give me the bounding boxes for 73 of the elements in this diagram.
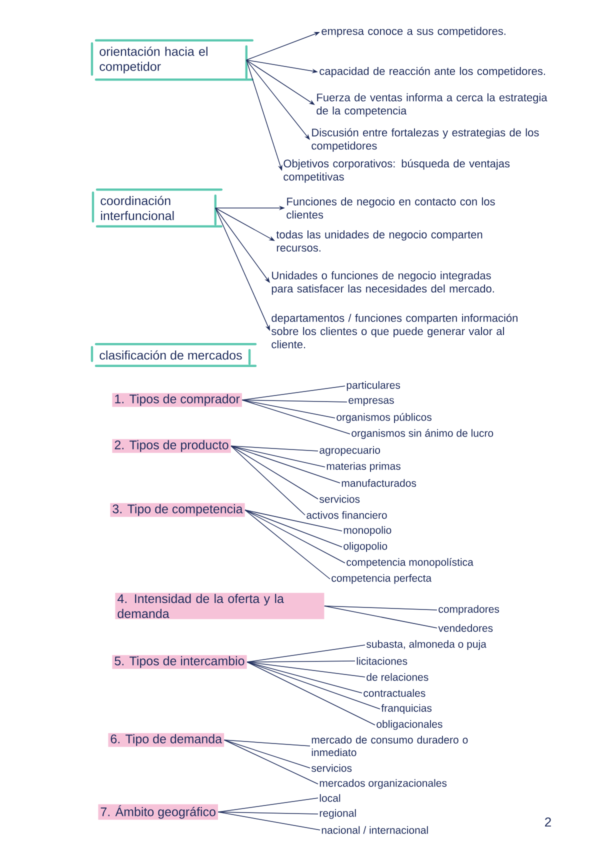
- branch-line: [230, 446, 306, 516]
- category-label: 5. Tipos de intercambio: [112, 655, 247, 669]
- item-text: competencia perfecta: [332, 574, 432, 584]
- item-text: empresas: [348, 398, 394, 406]
- item-text: agropecuario: [320, 446, 380, 456]
- branch-line: [218, 812, 318, 814]
- item-text: organismos públicos: [336, 413, 432, 423]
- note-text: departamentos / funciones comparten información sobre los clientes o que puede generar valor al cliente.: [272, 314, 518, 348]
- page-number: 2: [545, 817, 551, 827]
- branch-line: [218, 812, 320, 830]
- note-text: Funciones de negocio en contacto con los clientes: [286, 197, 495, 219]
- branch-line: [224, 740, 310, 746]
- item-text: activos financiero: [306, 511, 387, 519]
- heading-box: coordinación interfuncional: [92, 188, 222, 228]
- item-text: materias primas: [326, 462, 400, 472]
- item-text: de relaciones: [366, 673, 428, 681]
- item-text: nacional / internacional: [322, 826, 428, 834]
- branch-line: [230, 446, 326, 468]
- branch-line: [224, 740, 310, 768]
- branch-line: [246, 662, 362, 694]
- branch-line: [230, 446, 340, 484]
- item-text: contractuales: [364, 689, 426, 697]
- note-text: capacidad de reacción ante los competidores.: [320, 66, 545, 78]
- item-text: competencia monopolística: [346, 558, 474, 568]
- item-text: compradores: [438, 605, 500, 615]
- item-text: regional: [320, 809, 356, 819]
- branch-line: [246, 662, 366, 678]
- item-text: particulares: [346, 381, 400, 391]
- item-text: vendedores: [438, 624, 493, 632]
- item-text: obligacionales: [376, 720, 442, 730]
- branch-line: [242, 400, 348, 402]
- category-label: 7. Ámbito geográfico: [98, 804, 218, 820]
- category-label: 4. Intensidad de la oferta y la demanda: [115, 592, 324, 620]
- item-text: mercado de consumo duradero o inmediato: [312, 736, 468, 756]
- item-text: licitaciones: [356, 657, 408, 665]
- item-text: servicios: [320, 495, 360, 503]
- heading-box: clasificación de mercados: [90, 343, 257, 367]
- arrow: [246, 60, 310, 140]
- category-label: 1. Tipos de comprador: [112, 393, 242, 407]
- note-text: Discusión entre fortalezas y estrategias de los competidores: [312, 128, 539, 152]
- note-text: Objetivos corporativos: búsqueda de ventajas competitivas: [284, 159, 510, 183]
- branch-line: [230, 446, 318, 452]
- category-label: 6. Tipo de demanda: [108, 733, 224, 747]
- note-text: todas las unidades de negocio comparten recursos.: [276, 230, 482, 252]
- branch-line: [244, 510, 330, 580]
- note-text: Unidades o funciones de negocio integradas para satisfacer las necesidades del mercado.: [272, 271, 494, 295]
- note-text: empresa conoce a sus competidores.: [322, 26, 506, 38]
- branch-line: [246, 662, 376, 726]
- heading-box: orientación hacia el competidor: [90, 39, 254, 81]
- branch-line: [242, 400, 336, 418]
- branch-line: [242, 400, 350, 434]
- item-text: franquicias: [381, 704, 432, 714]
- note-text: Fuerza de ventas informa a cerca la estrategia de la competencia: [316, 93, 548, 117]
- item-text: local: [320, 794, 340, 802]
- branch-line: [324, 606, 438, 610]
- item-text: servicios: [312, 764, 352, 772]
- branch-line: [244, 510, 342, 548]
- branch-line: [224, 740, 318, 784]
- item-text: mercados organizacionales: [320, 779, 447, 789]
- branch-line: [246, 644, 366, 662]
- branch-line: [246, 662, 380, 710]
- category-label: 2. Tipos de producto: [112, 439, 231, 453]
- item-text: subasta, almoneda o puja: [366, 640, 486, 650]
- branch-line: [244, 510, 342, 532]
- branch-line: [324, 606, 438, 628]
- branch-line: [244, 510, 346, 564]
- arrow: [215, 208, 270, 283]
- item-text: oligopolio: [344, 542, 388, 552]
- branch-line: [230, 446, 318, 500]
- item-text: monopolio: [344, 526, 392, 536]
- item-text: organismos sin ánimo de lucro: [352, 429, 494, 439]
- item-text: manufacturados: [342, 479, 416, 487]
- category-label: 3. Tipo de competencia: [110, 503, 245, 517]
